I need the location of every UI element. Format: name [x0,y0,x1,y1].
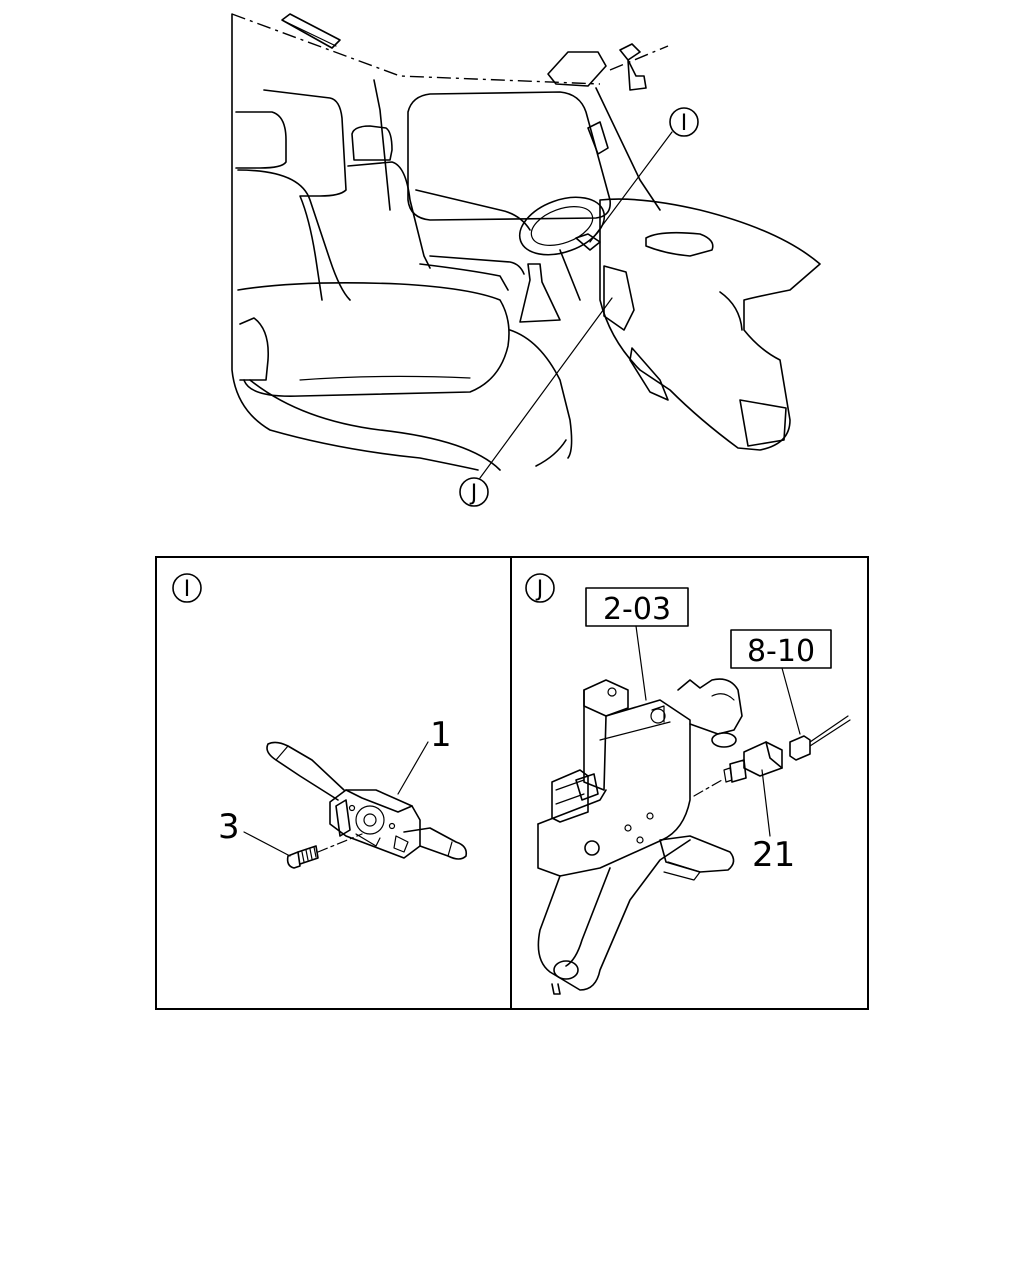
part-21-label: 21 [752,835,795,875]
part-1-label: 1 [430,715,452,755]
ref-box-2-03 [585,587,689,627]
callout-j-leader [479,297,613,479]
master-cylinder [677,678,743,735]
shift-lever [519,263,561,323]
callout-i-circle [669,107,699,137]
headrest-center [351,125,393,161]
clutch-pedal-bracket [537,678,743,995]
detail-i-label: I [184,577,191,602]
seat-left-side [237,169,351,301]
ref-label-2-03: 2-03 [603,592,671,627]
seat-back-left [235,111,287,169]
seat-back-center [263,89,347,301]
detail-j-panel: J 2-03 8-10 [525,573,851,995]
part-1-leader [397,741,429,795]
part-3-label: 3 [218,807,240,847]
seat-back-right [347,161,431,269]
detail-i-panel: I 1 3 [172,573,468,869]
detail-i-circle [172,573,202,603]
grab-handle [587,121,609,155]
turn-signal-stalk [403,827,468,860]
ref-box-8-10 [730,629,832,669]
pedal-switch [723,741,783,783]
cab-interior-overview: I J [231,13,821,507]
steering-wheel [518,196,606,256]
seat-cushion [237,282,510,397]
pedal-arm [537,839,691,991]
door-pillar [373,79,661,211]
rear-window [407,91,612,221]
cab-floor-edge [249,379,501,471]
sun-visor-left [281,13,341,49]
detail-j-circle [525,573,555,603]
callout-j-label: J [469,481,478,506]
roof-line [231,13,601,85]
wiper-stalk [266,741,345,801]
combination-switch [266,741,468,860]
ref-8-10-leader [781,667,801,735]
dashboard [599,198,821,451]
armrest [239,317,270,381]
mirror-mount [619,43,647,91]
screw-dashed-axis [317,833,363,853]
callout-i-leader [589,131,673,243]
pedal-pad [659,835,735,873]
detail-j-label: J [535,577,544,602]
cab-left-pillar [231,13,479,471]
sun-visor-right [547,51,607,87]
ref-label-8-10: 8-10 [747,634,815,669]
glovebox-lid [645,231,714,257]
callout-j-circle [459,477,489,507]
switch-dashed-axis [693,779,723,797]
part-21-leader [761,769,771,837]
connector [789,715,851,761]
ref-2-03-leader [635,625,647,701]
lower-dash-panel [603,265,635,331]
part-3-leader [243,831,291,857]
callout-i-label: I [681,111,688,136]
screw [286,845,319,869]
